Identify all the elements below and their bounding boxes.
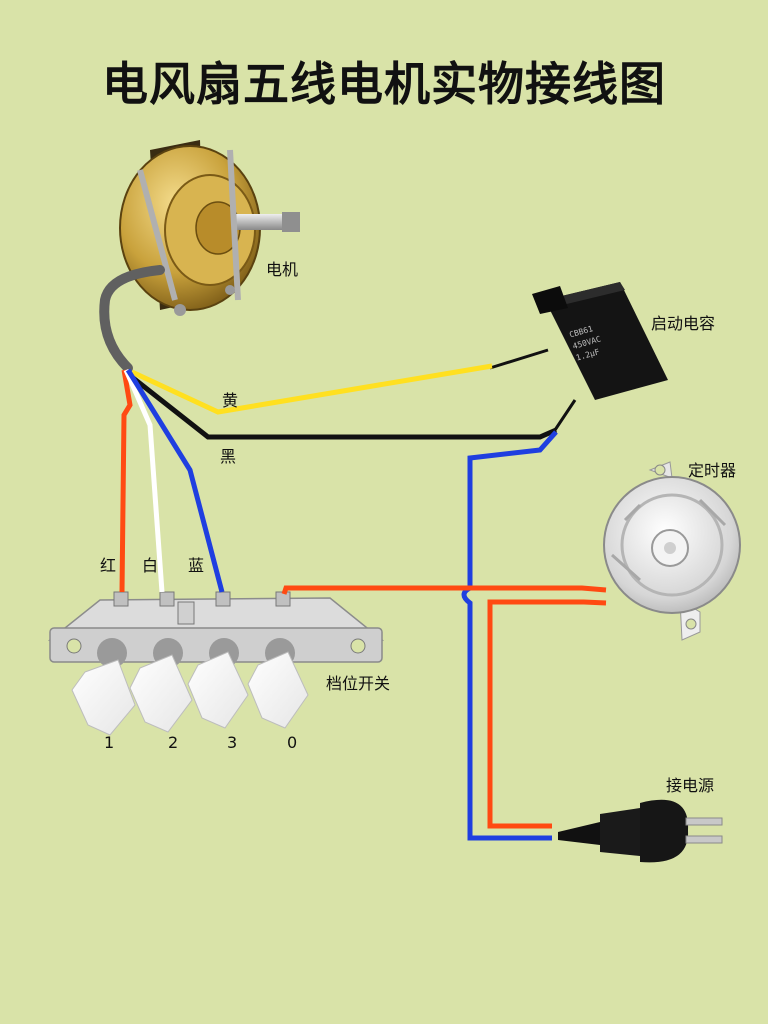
- switch-position-3: 3: [227, 733, 238, 752]
- motor: [119, 140, 300, 316]
- red-power-wire: [487, 599, 607, 829]
- start-capacitor: CBB61 450VAC 1.2μF: [489, 282, 668, 431]
- switch-button-1[interactable]: [71, 638, 136, 736]
- red-timer-wire: [281, 585, 607, 595]
- switch-position-2: 2: [168, 733, 179, 752]
- white-wire: [123, 369, 165, 593]
- motor-label: 电机: [266, 260, 299, 279]
- power-plug: [558, 799, 723, 863]
- switch-button-3[interactable]: [187, 638, 249, 729]
- switch-position-1: 1: [104, 733, 115, 752]
- switch-button-0[interactable]: [247, 638, 309, 729]
- red-wire: [119, 369, 133, 593]
- timer-label: 定时器: [688, 461, 737, 480]
- speed-switch: [47, 591, 385, 736]
- switch-button-2[interactable]: [129, 638, 193, 733]
- white-wire-label: 白: [142, 556, 159, 575]
- capacitor-label: 启动电容: [651, 314, 716, 333]
- blue-wire-label: 蓝: [188, 556, 205, 575]
- timer: [603, 461, 741, 641]
- black-wire: [126, 372, 558, 440]
- page-title: 电风扇五线电机实物接线图: [102, 57, 666, 111]
- switch-label: 档位开关: [326, 674, 391, 693]
- red-wire-label: 红: [100, 556, 117, 575]
- blue-wire: [125, 368, 225, 593]
- switch-position-0: 0: [287, 733, 298, 752]
- blue-power-wire: [461, 430, 558, 841]
- black-wire-label: 黑: [220, 447, 237, 466]
- power-label: 接电源: [666, 776, 715, 795]
- yellow-wire-label: 黄: [222, 391, 239, 410]
- yellow-wire: [130, 363, 493, 415]
- motor-cable: [99, 265, 165, 373]
